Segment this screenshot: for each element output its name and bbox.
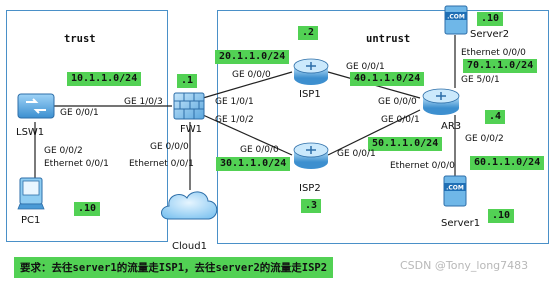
- server-icon[interactable]: .COM: [441, 174, 469, 208]
- iface-ar3-ge501: GE 5/0/1: [461, 75, 500, 85]
- hostid-fw1: .1: [177, 74, 198, 88]
- fw1-label: FW1: [180, 124, 203, 135]
- isp1-label: ISP1: [299, 89, 321, 100]
- iface-server2-eth000: Ethernet 0/0/0: [461, 48, 526, 58]
- link-fw1-isp1: [202, 71, 293, 99]
- untrust-zone: [217, 10, 549, 244]
- iface-pc1-eth001: Ethernet 0/0/1: [44, 159, 109, 169]
- hostid-pc1: .10: [74, 202, 101, 216]
- iface-isp1-ge001: GE 0/0/1: [346, 62, 385, 72]
- server-icon[interactable]: .COM: [442, 4, 470, 36]
- hostid-server1: .10: [488, 209, 515, 223]
- switch-icon[interactable]: [16, 90, 56, 122]
- server-badge: .COM: [446, 185, 464, 192]
- ar3-label: AR3: [441, 121, 462, 132]
- subnet-trust-lan: 10.1.1.0/24: [67, 72, 142, 86]
- iface-cloud1-eth001: Ethernet 0/0/1: [129, 159, 194, 169]
- iface-fw1-ge101: GE 1/0/1: [215, 97, 254, 107]
- subnet-isp1-ar3: 40.1.1.0/24: [350, 72, 425, 86]
- subnet-ar3-server2: 70.1.1.0/24: [463, 59, 538, 73]
- trust-zone: [6, 10, 168, 242]
- iface-fw1-ge102: GE 1/0/2: [215, 115, 254, 125]
- hostid-server2: .10: [477, 12, 504, 26]
- subnet-fw-isp1: 20.1.1.0/24: [215, 50, 290, 64]
- csdn-watermark: CSDN @Tony_long7483: [400, 259, 529, 272]
- iface-isp1-ge000: GE 0/0/0: [232, 70, 271, 80]
- hostid-isp1: .2: [298, 26, 319, 40]
- untrust-zone-title: untrust: [366, 33, 411, 45]
- iface-lsw1-ge001: GE 0/0/1: [60, 108, 99, 118]
- iface-lsw1-ge002: GE 0/0/2: [44, 146, 83, 156]
- link-fw1-isp2: [202, 114, 293, 156]
- iface-server1-eth000: Ethernet 0/0/0: [390, 161, 455, 171]
- hostid-ar3: .4: [485, 110, 506, 124]
- trust-zone-title: trust: [64, 33, 96, 45]
- iface-ar3-ge001: GE 0/0/1: [381, 115, 420, 125]
- isp2-label: ISP2: [299, 183, 321, 194]
- lsw1-label: LSW1: [16, 127, 45, 138]
- hostid-isp2: .3: [301, 199, 322, 213]
- iface-fw1-ge103: GE 1/0/3: [124, 97, 163, 107]
- iface-fw1-ge000: GE 0/0/0: [150, 142, 189, 152]
- iface-ar3-ge002: GE 0/0/2: [465, 134, 504, 144]
- pc1-label: PC1: [21, 215, 41, 226]
- iface-ar3-ge000: GE 0/0/0: [378, 97, 417, 107]
- server2-label: Server2: [470, 29, 510, 40]
- server-badge: .COM: [447, 14, 465, 21]
- router-icon[interactable]: [292, 141, 330, 171]
- cloud-icon[interactable]: [157, 185, 221, 225]
- subnet-ar3-server1: 60.1.1.0/24: [470, 156, 545, 170]
- firewall-icon[interactable]: [172, 90, 206, 122]
- requirement-note: 要求：去往server1的流量走ISP1，去往server2的流量走ISP2: [14, 257, 334, 278]
- pc-icon[interactable]: [16, 176, 52, 212]
- router-icon[interactable]: [421, 86, 461, 118]
- subnet-fw-isp2: 30.1.1.0/24: [216, 157, 291, 171]
- iface-isp2-ge000: GE 0/0/0: [240, 145, 279, 155]
- router-icon[interactable]: [292, 57, 330, 87]
- subnet-isp2-ar3: 50.1.1.0/24: [368, 137, 443, 151]
- server1-label: Server1: [441, 218, 481, 229]
- iface-isp2-ge001: GE 0/0/1: [337, 149, 376, 159]
- cloud1-label: Cloud1: [172, 241, 207, 252]
- link-isp2-ar3: [327, 109, 421, 156]
